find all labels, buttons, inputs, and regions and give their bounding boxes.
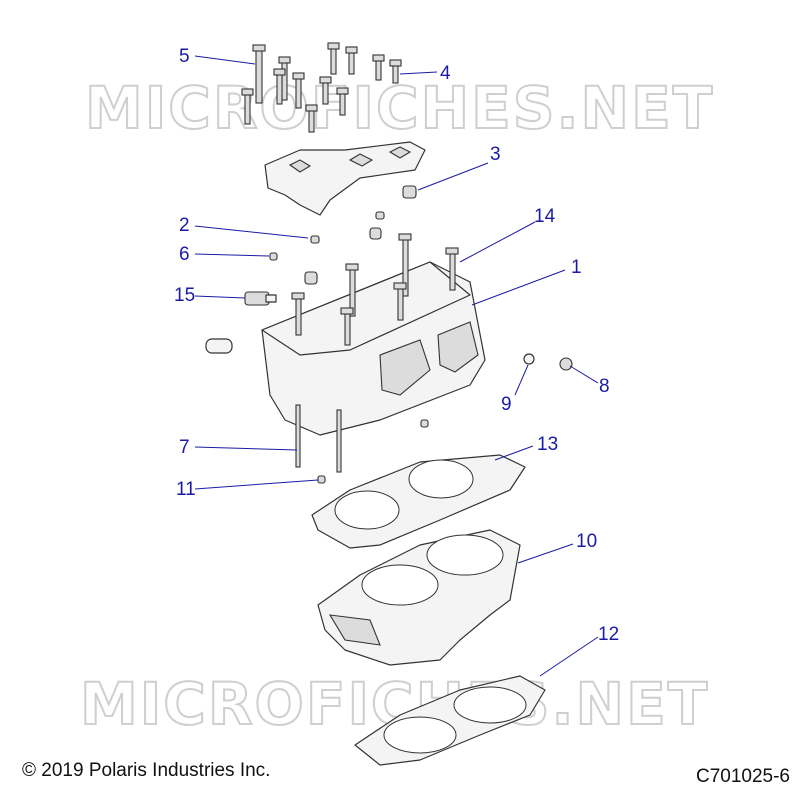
cylinder-head — [261, 233, 486, 436]
callout-labels: 5 4 3 2 6 15 14 1 9 8 7 11 13 10 12 — [174, 46, 619, 645]
callout-14: 14 — [534, 206, 556, 227]
small-hardware — [269, 185, 429, 484]
callout-9: 9 — [501, 394, 512, 415]
callout-4: 4 — [440, 63, 451, 84]
copyright-text: © 2019 Polaris Industries Inc. — [22, 760, 271, 781]
callout-5: 5 — [179, 46, 190, 67]
callout-2: 2 — [179, 215, 190, 236]
callout-10: 10 — [576, 531, 597, 552]
watermark-top: MICROFICHES.NET — [85, 74, 714, 142]
cylinder-block — [317, 529, 521, 666]
camshaft-cap — [264, 141, 426, 216]
head-gasket — [311, 454, 526, 549]
callout-8: 8 — [599, 376, 610, 397]
studs — [295, 404, 342, 473]
callout-13: 13 — [537, 434, 558, 455]
callout-6: 6 — [179, 244, 190, 265]
leader-lines — [194, 55, 599, 677]
callout-15: 15 — [174, 285, 195, 306]
fitting — [559, 357, 573, 371]
sleeve — [205, 338, 233, 354]
bolts-group — [241, 42, 402, 133]
callout-3: 3 — [490, 144, 501, 165]
washer — [523, 353, 535, 365]
callout-12: 12 — [598, 624, 619, 645]
diagram-code: C701025-6 — [695, 766, 790, 787]
callout-11: 11 — [176, 479, 196, 500]
base-gasket — [354, 675, 546, 766]
callout-1: 1 — [571, 257, 582, 278]
callout-7: 7 — [179, 437, 190, 458]
temperature-sensor — [244, 291, 277, 306]
